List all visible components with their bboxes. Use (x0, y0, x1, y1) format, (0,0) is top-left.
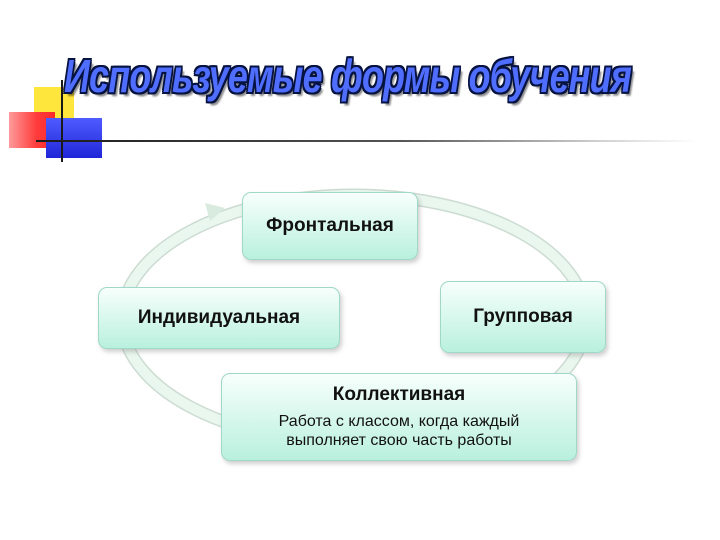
decor-blue-square (46, 118, 102, 158)
cycle-arrowhead (205, 203, 225, 221)
node-group: Групповая (440, 281, 606, 353)
title-underline (36, 140, 696, 142)
node-group-label: Групповая (473, 306, 573, 327)
node-individual-label: Индивидуальная (137, 307, 301, 328)
decor-vertical-line (61, 80, 63, 162)
node-collective-description: Работа с классом, когда каждый выполняет… (278, 413, 520, 449)
node-individual: Индивидуальная (98, 287, 340, 349)
node-collective: Коллективная Работа с классом, когда каж… (221, 373, 577, 461)
node-collective-label: Коллективная (332, 384, 466, 405)
node-frontal: Фронтальная (242, 192, 418, 260)
node-frontal-label: Фронтальная (266, 215, 394, 236)
